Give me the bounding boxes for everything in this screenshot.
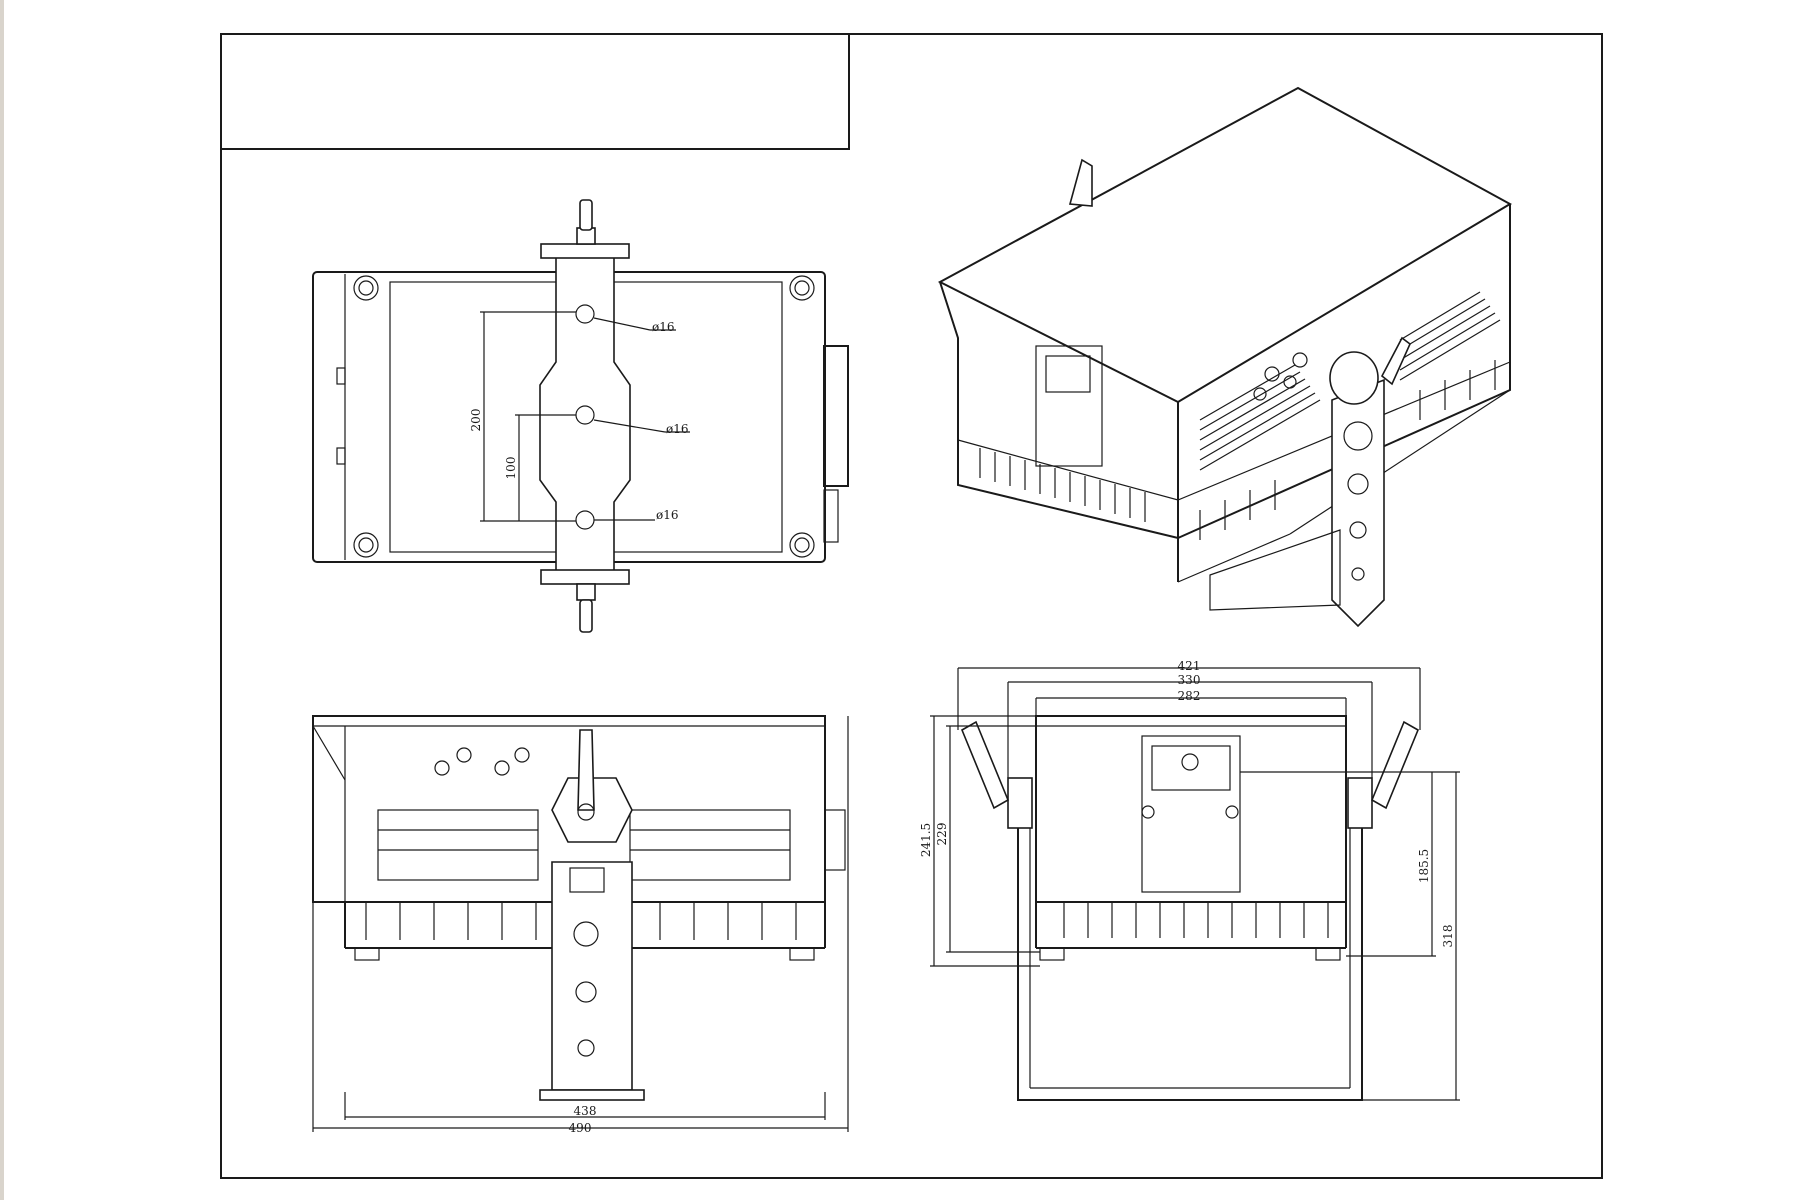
page-edge bbox=[0, 0, 4, 1200]
front-view-bracket bbox=[551, 861, 633, 1091]
side-view-bracket bbox=[1017, 790, 1363, 1101]
dim-spacing-100: 100 bbox=[504, 457, 518, 480]
knob-top bbox=[579, 199, 593, 231]
top-view: ø16 ø16 ø16 200 100 bbox=[312, 199, 849, 633]
dim-width-282: 282 bbox=[1178, 689, 1201, 703]
dim-height-229: 229 bbox=[935, 823, 949, 846]
hole-top bbox=[575, 304, 595, 324]
dim-spacing-200: 200 bbox=[469, 409, 483, 432]
side-view-panel bbox=[1141, 735, 1241, 893]
dim-width-490: 490 bbox=[569, 1121, 592, 1135]
side-connector bbox=[823, 345, 849, 487]
side-view: 421 330 282 241.5 229 185.5 318 bbox=[919, 659, 1460, 1101]
side-handle-right bbox=[1370, 720, 1420, 810]
iso-handle bbox=[1068, 158, 1093, 207]
title-block bbox=[220, 33, 850, 150]
iso-front-face bbox=[939, 281, 1179, 540]
side-view-body bbox=[1035, 715, 1347, 903]
front-view: 438 490 bbox=[312, 715, 849, 1135]
knob-bottom bbox=[579, 599, 593, 633]
dim-hole-top: ø16 bbox=[652, 320, 675, 334]
dim-width-330: 330 bbox=[1178, 673, 1201, 687]
dim-height-185: 185.5 bbox=[1417, 849, 1431, 883]
top-view-bracket bbox=[539, 253, 631, 573]
dim-height-241: 241.5 bbox=[919, 823, 933, 857]
side-handle-left bbox=[960, 720, 1010, 810]
drawing-frame bbox=[220, 33, 1603, 1179]
dim-hole-bottom: ø16 bbox=[656, 508, 679, 522]
isometric-view bbox=[937, 86, 1513, 628]
dim-width-421: 421 bbox=[1178, 659, 1201, 673]
dim-height-318: 318 bbox=[1441, 925, 1455, 948]
dim-hole-middle: ø16 bbox=[666, 422, 689, 436]
dim-width-438: 438 bbox=[574, 1104, 597, 1118]
